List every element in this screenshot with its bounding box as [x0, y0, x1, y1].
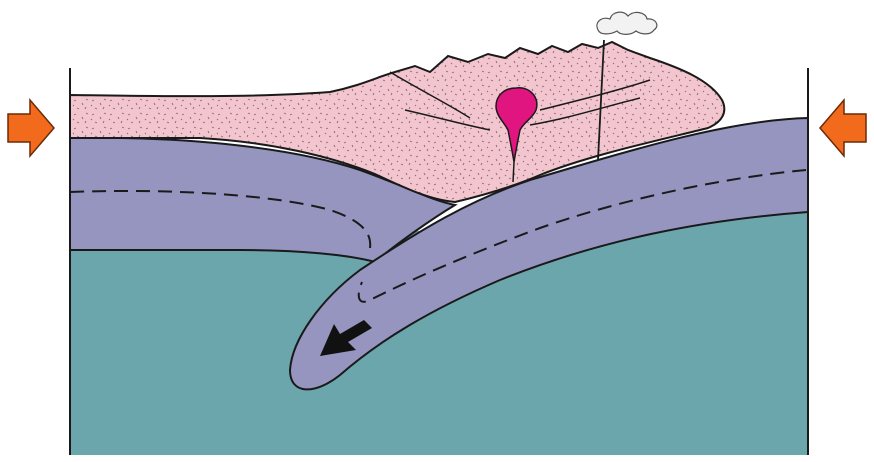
compression-arrow-left: [8, 100, 54, 156]
magma-feeder: [513, 162, 514, 182]
compression-arrow-right: [820, 100, 866, 156]
steam-plume: [597, 12, 657, 34]
